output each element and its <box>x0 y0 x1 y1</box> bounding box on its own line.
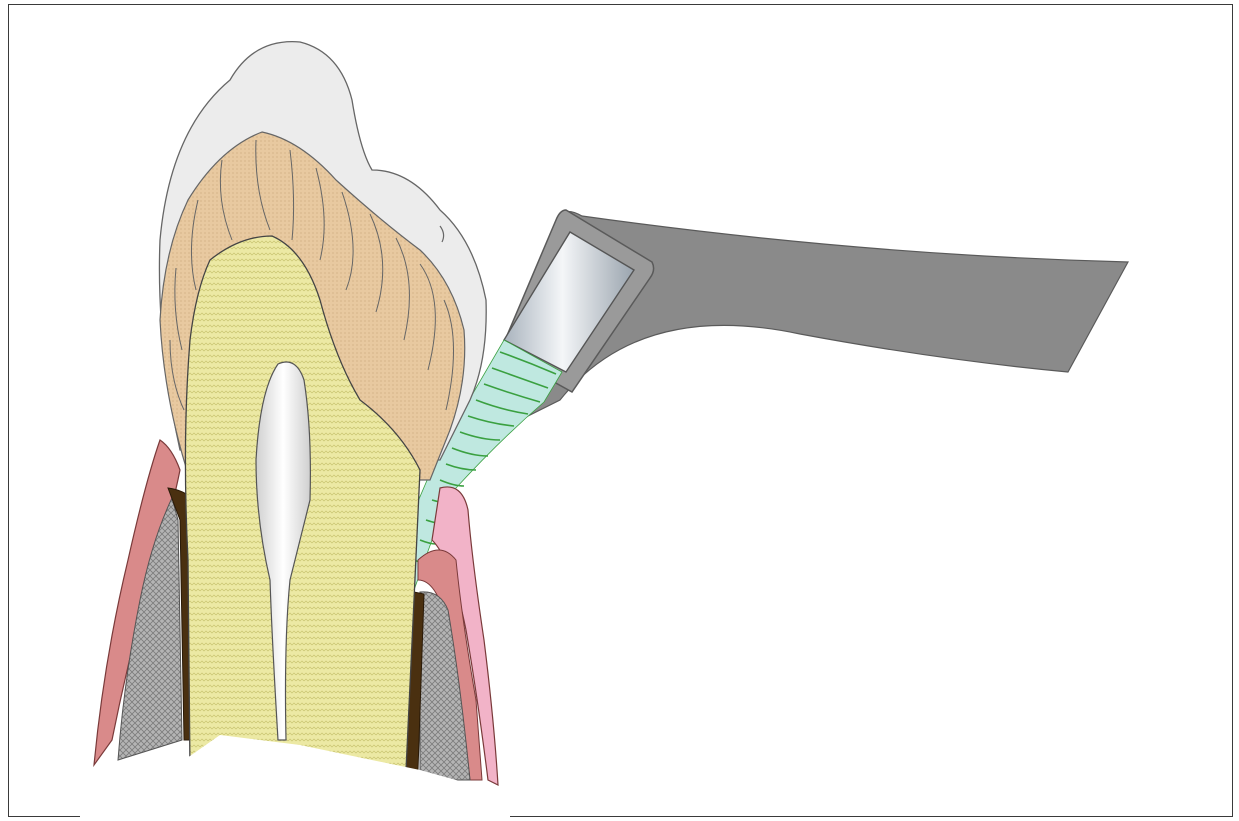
instrument <box>500 210 1128 420</box>
